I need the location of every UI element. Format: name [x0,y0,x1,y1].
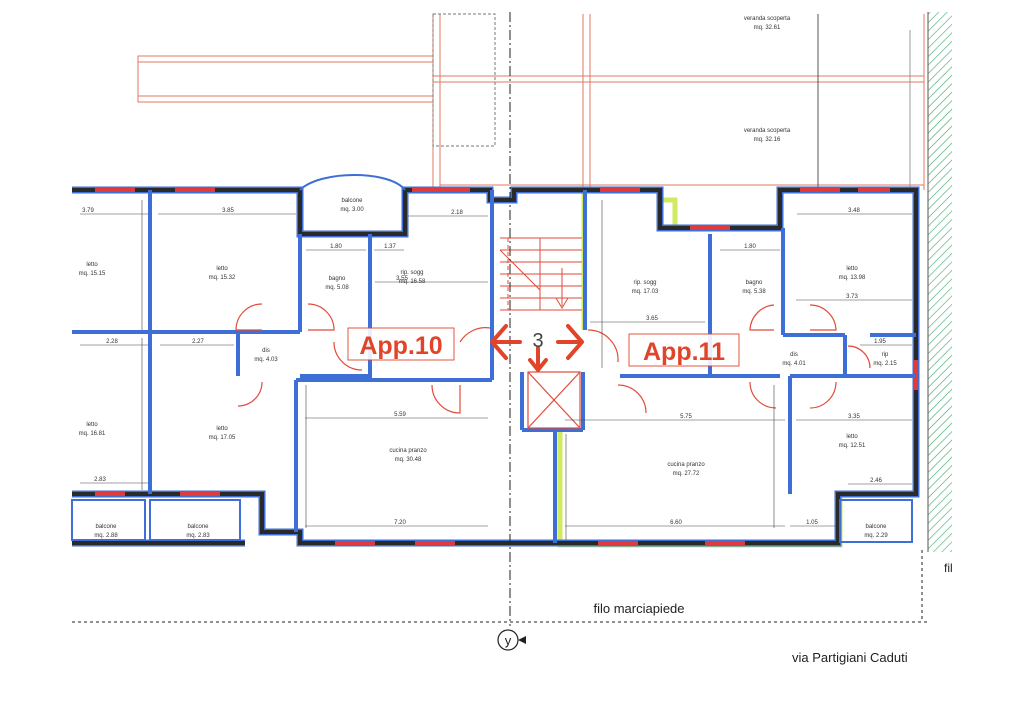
dimension-value: 1.80 [744,244,756,250]
room-area: mq. 13.98 [839,275,866,281]
room-area: mq. 15.15 [79,271,106,277]
room-area: mq. 2.83 [186,533,210,539]
room-area: mq. 3.00 [340,207,364,213]
dimension-value: 5.75 [680,414,692,420]
dimension-value: 3.55 [396,276,408,282]
room-area: mq. 17.03 [632,289,659,295]
room-area: mq. 32.61 [754,25,781,31]
room-label: dis [790,352,798,358]
dimension-value: 1.05 [806,520,818,526]
room-label: bagno [746,280,763,286]
dimension-value: 3.79 [82,208,94,214]
room-label: rip. sogg [633,280,656,286]
room-label: letto [216,266,228,272]
dimension-value: 3.35 [848,414,860,420]
dimension-value: 6.60 [670,520,682,526]
room-area: mq. 16.81 [79,431,106,437]
axis-lines [72,12,930,626]
room-area: mq. 2.29 [864,533,888,539]
room-label: letto [216,426,228,432]
edge-label: fil [944,561,953,575]
sidewalk-label: filo marciapiede [593,601,684,616]
room-label: letto [86,262,98,268]
room-label: cucina pranzo [389,448,427,454]
room-label: dis [262,348,270,354]
room-area: mq. 5.08 [325,285,349,291]
apartment-label-left: App.10 [359,332,442,360]
room-label: balcone [187,524,209,530]
door-swings [235,303,871,414]
dimension-value: 1.95 [874,339,886,345]
dimension-value: 3.85 [222,208,234,214]
room-area: mq. 4.01 [782,361,806,367]
room-area: mq. 16.58 [399,279,426,285]
dimension-lines [80,200,912,540]
balconies [71,174,913,543]
room-labels: veranda scoperta mq. 32.61 veranda scopert… [79,16,898,539]
room-label: bagno [329,276,346,282]
room-label: veranda scoperta [744,128,791,134]
room-area: mq. 2.15 [873,361,897,367]
interior-walls [72,190,916,543]
dimension-value: 2.46 [870,478,882,484]
dimension-value: 2.83 [94,477,106,483]
room-label: balcone [341,198,363,204]
hatched-boundary [928,12,952,552]
room-area: mq. 30.48 [395,457,422,463]
dimension-value: 2.18 [451,210,463,216]
stairwell [499,237,582,429]
room-area: mq. 5.38 [742,289,766,295]
apartment-label-right: App.11 [643,338,725,366]
room-area: mq. 2.88 [94,533,118,539]
upper-terraces [137,13,925,190]
room-area: mq. 32.16 [754,137,781,143]
room-label: letto [86,422,98,428]
room-label: balcone [865,524,887,530]
dimension-value: 3.73 [846,294,858,300]
dimension-value: 2.28 [106,339,118,345]
windows [95,188,918,545]
axis-marker: y [497,629,526,651]
room-label: rip. sogg [400,270,423,276]
room-area: mq. 27.72 [673,471,700,477]
room-label: rip [882,352,889,358]
dimension-value: 2.27 [192,339,204,345]
dimension-value: 1.80 [330,244,342,250]
room-label: cucina pranzo [667,462,705,468]
room-area: mq. 15.32 [209,275,236,281]
stair-arrows-icon [490,324,584,372]
room-label: balcone [95,524,117,530]
axis-label: y [505,633,512,648]
room-label: letto [846,434,858,440]
street-label: via Partigiani Caduti [792,650,908,665]
room-label: veranda scoperta [744,16,791,22]
dimension-value: 7.20 [394,520,406,526]
dimension-value: 3.48 [848,208,860,214]
dimension-value: 3.65 [646,316,658,322]
dimension-labels: 3.79 3.85 1.80 1.37 2.18 3.55 2.28 2.27 5.59 2.83… [82,208,886,526]
room-area: mq. 17.05 [209,435,236,441]
room-label: letto [846,266,858,272]
stair-number: 3 [532,330,543,352]
dimension-value: 5.59 [394,412,406,418]
room-area: mq. 12.51 [839,443,866,449]
dimension-value: 1.37 [384,244,396,250]
room-area: mq. 4.03 [254,357,278,363]
